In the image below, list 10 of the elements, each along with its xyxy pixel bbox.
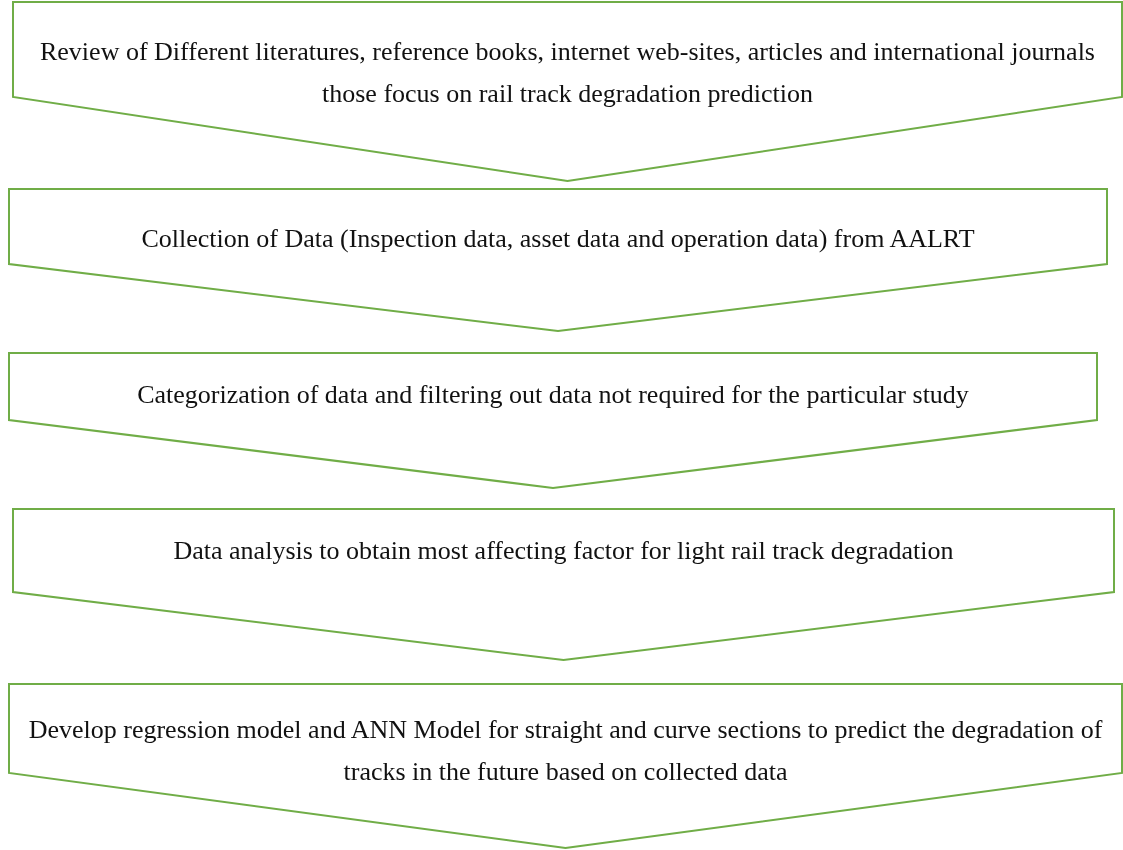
step-text: Categorization of data and filtering out data not required for the particular study (136, 379, 970, 411)
step-text: Data analysis to obtain most affecting factor for light rail track degradation (172, 535, 955, 567)
step-text: Review of Different literatures, reference books, internet web-sites, articles and international journals those focus on rail track degradation prediction (39, 36, 1096, 110)
chevron-box (8, 188, 1108, 332)
step-text: Develop regression model and ANN Model for straight and curve sections to predict the degradation of tracks in the future based on collected data (28, 714, 1103, 788)
chevron-box (12, 508, 1115, 661)
chevron-box (12, 1, 1123, 182)
chevron-box (8, 683, 1123, 849)
chevron-box (8, 352, 1098, 489)
step-text: Collection of Data (Inspection data, asset data and operation data) from AALRT (140, 223, 976, 255)
